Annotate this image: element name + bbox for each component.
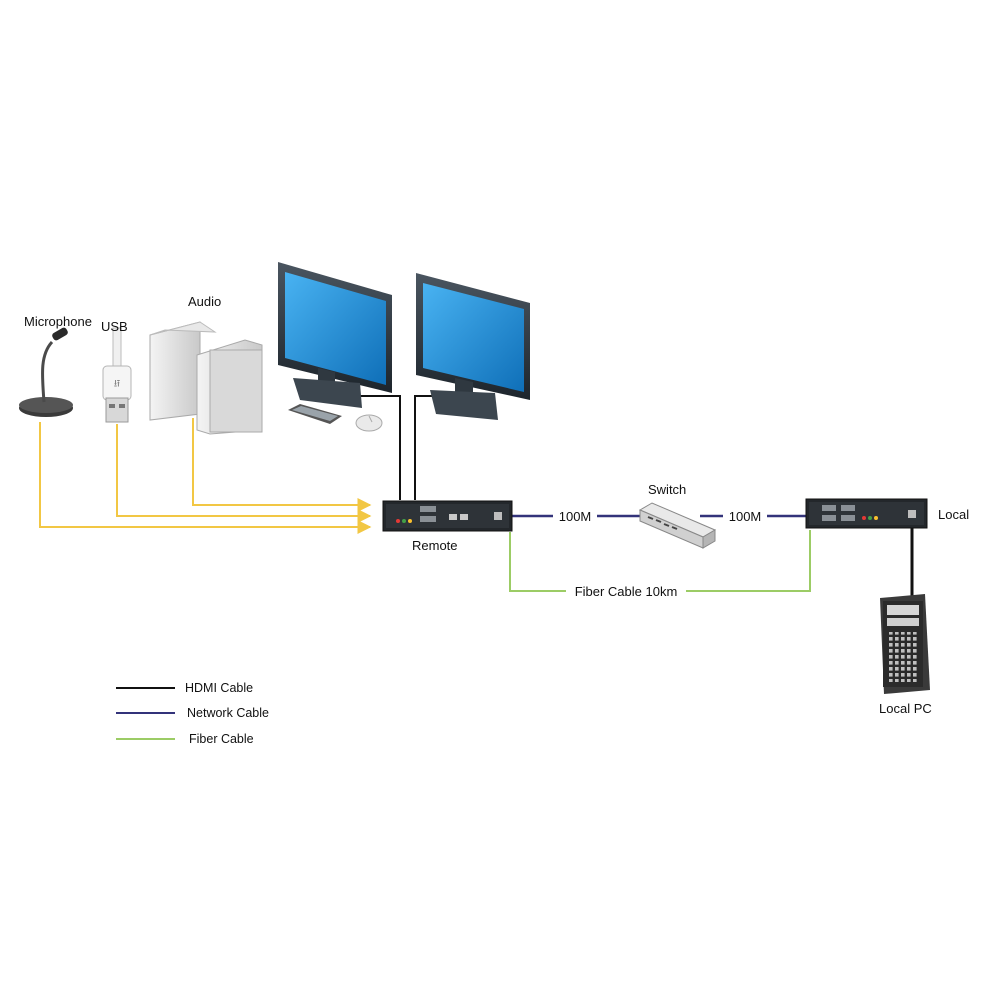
legend-label-fiber: Fiber Cable [189,732,254,746]
hdmi-cables [350,395,914,600]
legend-label-hdmi: HDMI Cable [185,681,253,695]
switch-label: Switch [648,482,686,497]
local-extender-box [805,498,928,529]
pc-tower-icon [880,594,930,694]
monitor-2-icon [416,273,530,420]
usb-cable [116,424,372,523]
legend-label-network: Network Cable [187,706,269,720]
legend: HDMI Cable Network Cable Fiber Cable [116,681,269,746]
audio-cable [192,418,372,512]
microphone-cable [39,422,372,534]
switch-icon [638,502,717,549]
microphone-icon [19,327,73,417]
microphone-label: Microphone [24,314,92,329]
fiber-cable [509,530,811,592]
speakers-icon [149,321,263,435]
link-label-remote-switch: 100M [559,509,592,524]
keyboard-icon [288,404,342,424]
hdmi-cable-monitor-1 [350,395,401,500]
monitor-1-icon [278,262,392,408]
mouse-icon [355,414,383,432]
fiber-cable-label: Fiber Cable 10km [575,584,678,599]
local-label: Local [938,507,969,522]
usb-label: USB [101,319,128,334]
remote-extender-box [382,500,513,532]
usb-plug-icon: ⭿ [102,327,132,423]
audio-usb-cables [39,418,372,534]
svg-text:⭿: ⭿ [114,379,120,390]
link-label-switch-local: 100M [729,509,762,524]
local-pc-label: Local PC [879,701,932,716]
audio-label: Audio [188,294,221,309]
remote-label: Remote [412,538,458,553]
